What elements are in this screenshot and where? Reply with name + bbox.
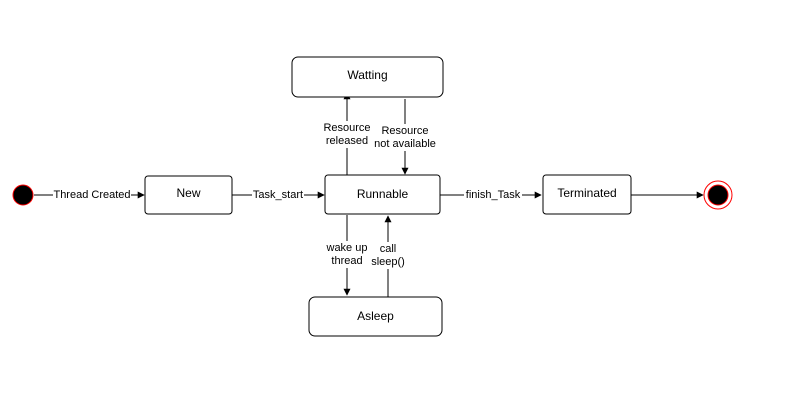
state-terminated-label: Terminated: [557, 186, 616, 200]
state-terminated: Terminated: [542, 174, 632, 215]
label-call-sleep-line1: call: [380, 243, 397, 255]
label-wake-up-thread-line1: wake up: [326, 242, 368, 254]
label-call-sleep-line2: sleep(): [371, 256, 405, 268]
label-resource-not-available-line2: not available: [374, 138, 436, 150]
state-asleep: Asleep: [308, 296, 443, 337]
label-finish-task: finish_Task: [466, 189, 521, 201]
state-waiting: Watting: [291, 56, 444, 98]
label-resource-not-available-line1: Resource: [381, 125, 428, 137]
label-wake-up-thread-line2: thread: [331, 255, 362, 267]
label-task-start: Task_start: [253, 189, 303, 201]
label-resource-released-line2: released: [326, 135, 368, 147]
final-node: [703, 180, 733, 210]
label-thread-created: Thread Created: [53, 189, 130, 201]
state-waiting-label: Watting: [347, 68, 387, 82]
state-runnable-label: Runnable: [357, 187, 409, 201]
state-asleep-label: Asleep: [357, 309, 394, 323]
state-new: New: [144, 175, 233, 215]
state-new-label: New: [176, 186, 200, 200]
label-resource-released-line1: Resource: [323, 122, 370, 134]
state-runnable: Runnable: [324, 174, 441, 215]
initial-node: [12, 184, 34, 206]
